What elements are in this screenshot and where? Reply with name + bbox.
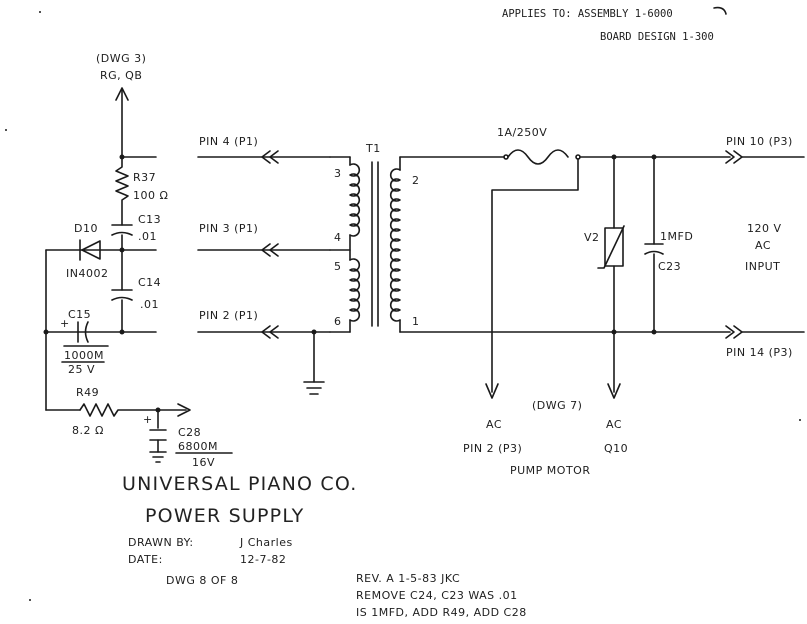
c28-plus: + [143, 413, 153, 426]
c15-plate-curved [84, 321, 89, 343]
pump-feed-wire [491, 158, 579, 393]
t1-pin-6: 6 [334, 315, 342, 328]
pump-motor-label: PUMP MOTOR [510, 464, 590, 477]
t1-secondary-winding-icon [389, 168, 401, 322]
r37-resistor-icon [115, 156, 129, 226]
c23-plate-curved [644, 250, 664, 255]
c15-label: C15 [68, 308, 91, 321]
pump-feed-arrow-icon [485, 383, 499, 399]
drawing-title: POWER SUPPLY [145, 505, 304, 527]
date-label: DATE: [128, 553, 163, 566]
scan-speck [5, 129, 7, 131]
r49-value: 8.2 Ω [72, 424, 104, 437]
pin10-p3-label: PIN 10 (P3) [726, 135, 793, 148]
c14-plate-curved [111, 296, 133, 301]
r49-label: R49 [76, 386, 99, 399]
t1-primary-winding-icon [349, 163, 361, 322]
drawn-by-value: J Charles [239, 536, 293, 549]
q10-ac-label: AC [606, 418, 622, 431]
pump-pin-label: PIN 2 (P3) [463, 442, 522, 455]
c23-value: 1MFD [660, 230, 693, 243]
c13-label: C13 [138, 213, 161, 226]
pin14-p3-label: PIN 14 (P3) [726, 346, 793, 359]
t1-pin-4: 4 [334, 231, 342, 244]
t1-pin-1: 1 [412, 315, 420, 328]
header-scribble [713, 6, 727, 15]
company-title: UNIVERSAL PIANO CO. [122, 473, 358, 495]
q10-arrow-icon [607, 383, 621, 399]
t1-pin-2: 2 [412, 174, 420, 187]
dwg3-ref-label: (DWG 3) [96, 52, 146, 65]
c14-label: C14 [138, 276, 161, 289]
c14-value: .01 [140, 298, 159, 311]
pin3-connector-icon [261, 243, 279, 257]
revision-line-2: REMOVE C24, C23 WAS .01 [356, 589, 518, 602]
c15-plus: + [60, 317, 70, 330]
ac-input-ac: AC [755, 239, 771, 252]
scan-speck [29, 599, 31, 601]
date-value: 12-7-82 [240, 553, 286, 566]
t1-label: T1 [365, 142, 381, 155]
q10-label: Q10 [604, 442, 628, 455]
v2-label: V2 [584, 231, 600, 244]
dwg3-targets-label: RG, QB [100, 69, 142, 82]
t1-pin-3: 3 [334, 167, 342, 180]
board-design-text: BOARD DESIGN 1-300 [600, 31, 714, 43]
scan-speck [799, 419, 801, 421]
dwg3-arrow-icon [115, 87, 129, 101]
ac-input-label: INPUT [745, 260, 780, 273]
pin2-p1-label: PIN 2 (P1) [199, 309, 258, 322]
dwg7-ref-label: (DWG 7) [532, 399, 582, 412]
pin2-connector-icon [261, 325, 279, 339]
c15-value-2: 25 V [68, 363, 95, 376]
d10-label: D10 [74, 222, 98, 235]
pin4-connector-icon [261, 150, 279, 164]
applies-to-text: APPLIES TO: ASSEMBLY 1-6000 [502, 8, 673, 20]
d10-diode-icon [81, 240, 101, 260]
c28-value-2: 16V [192, 456, 215, 469]
pump-ac-label: AC [486, 418, 502, 431]
ac-input-voltage: 120 V [747, 222, 782, 235]
revision-line-1: REV. A 1-5-83 JKC [356, 572, 460, 585]
junction-dot [119, 329, 125, 335]
r37-label: R37 [133, 171, 156, 184]
fuse-rating: 1A/250V [497, 126, 547, 139]
pin3-p1-label: PIN 3 (P1) [199, 222, 258, 235]
c28-label: C28 [178, 426, 201, 439]
r49-resistor-icon [79, 403, 159, 417]
c28-output-arrow-icon [177, 403, 191, 417]
c28-value-1: 6800M [178, 440, 218, 453]
r37-value: 100 Ω [133, 189, 168, 202]
revision-line-3: IS 1MFD, ADD R49, ADD C28 [356, 606, 527, 619]
t1-pin-5: 5 [334, 260, 342, 273]
c13-plate-curved [111, 231, 133, 236]
c15-value-1: 1000M [64, 349, 104, 362]
drawn-by-label: DRAWN BY: [128, 536, 194, 549]
fuse-icon [507, 149, 569, 165]
scan-speck [39, 11, 41, 13]
c13-value: .01 [138, 230, 157, 243]
c23-label: C23 [658, 260, 681, 273]
sheet-number: DWG 8 OF 8 [166, 574, 238, 587]
v2-varistor-slash [597, 225, 625, 269]
d10-type: IN4002 [66, 267, 108, 280]
pin4-p1-label: PIN 4 (P1) [199, 135, 258, 148]
